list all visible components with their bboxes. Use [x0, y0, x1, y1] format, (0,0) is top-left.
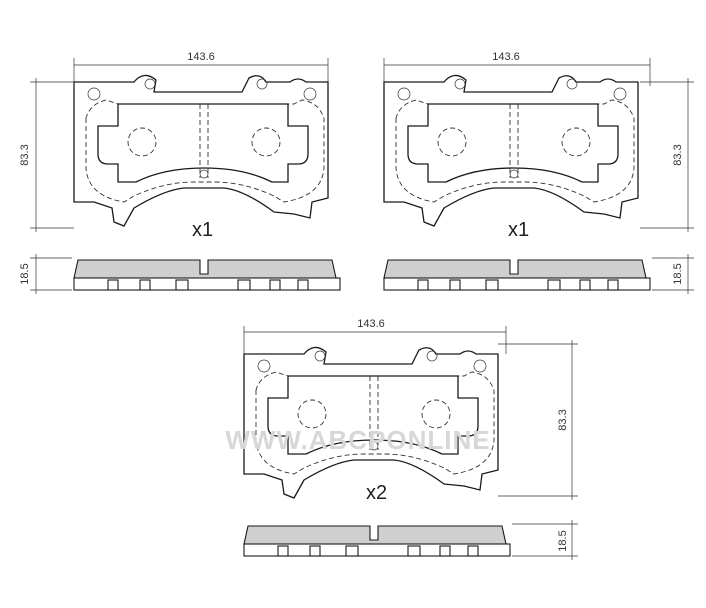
quantity-label-top-left: x1 [192, 219, 213, 241]
width-label-top-left: 143.6 [187, 51, 215, 63]
quantity-label-bottom-center: x2 [366, 482, 387, 504]
height-label-bottom-center: 83.3 [557, 409, 569, 430]
pad-side-top-left [73, 259, 341, 291]
pad-top-left: 143.6 83.3 x1 18.5 [19, 51, 341, 294]
pad-face-top-right [383, 74, 639, 227]
height-label-top-right: 83.3 [672, 144, 684, 165]
watermark: WWW.ABCPONLINE [225, 425, 490, 455]
thickness-label-top-right: 18.5 [672, 263, 684, 284]
thickness-label-top-left: 18.5 [19, 263, 31, 284]
pad-side-bottom-center [243, 525, 511, 557]
width-label-top-right: 143.6 [492, 51, 520, 63]
thickness-label-bottom-center: 18.5 [557, 530, 569, 551]
quantity-label-top-right: x1 [508, 219, 529, 241]
width-label-bottom-center: 143.6 [357, 318, 385, 330]
pad-bottom-center: 143.6 83.3 x2 18.5 [243, 318, 578, 560]
pad-top-right: 143.6 83.3 x1 18.5 [383, 51, 694, 294]
pad-face-bottom-center [243, 346, 499, 499]
pad-face-top-left [73, 74, 329, 227]
pad-side-top-right [383, 259, 651, 291]
height-label-top-left: 83.3 [19, 144, 31, 165]
